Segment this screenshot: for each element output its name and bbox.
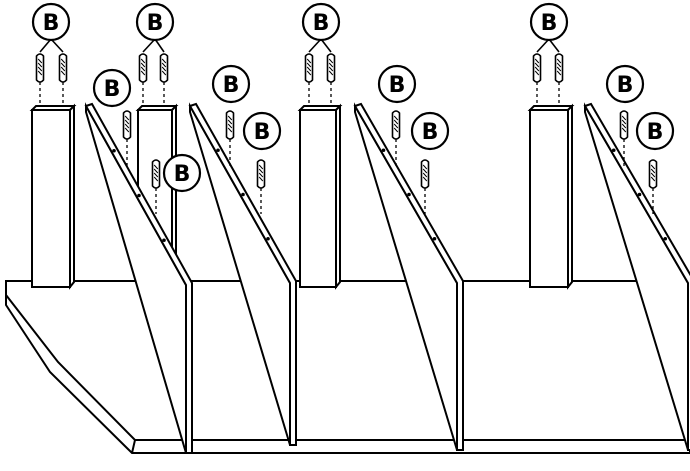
part-label: B: [147, 11, 164, 36]
part-label: B: [541, 11, 558, 36]
dowel-pin: [122, 110, 132, 168]
dowel-pin: [225, 110, 235, 168]
dowel-pin: [391, 110, 401, 168]
part-b-callout: B: [211, 64, 251, 104]
panel-3: [353, 102, 464, 451]
part-b-callout: B: [529, 2, 569, 53]
part-label: B: [43, 11, 60, 36]
part-label: B: [223, 73, 240, 98]
dowels: [35, 53, 658, 214]
part-label: B: [254, 120, 271, 145]
dowel-pin: [256, 159, 266, 214]
dowel-pin: [554, 53, 564, 106]
post-4: [527, 103, 575, 290]
panel-4: [583, 102, 690, 451]
base-board: [5, 280, 690, 454]
part-label: B: [647, 120, 664, 145]
post-1: [29, 103, 77, 290]
part-b-callout: B: [410, 111, 450, 151]
dowel-pin: [35, 53, 45, 106]
dowel-pin: [619, 110, 629, 168]
dowel-pin: [304, 53, 314, 106]
part-b-callout: B: [635, 111, 675, 151]
part-label: B: [313, 11, 330, 36]
dowel-pin: [420, 159, 430, 214]
part-b-callout: B: [605, 64, 645, 104]
part-b-callout: B: [377, 64, 417, 104]
dowel-pin: [326, 53, 336, 106]
dowel-pin: [159, 53, 169, 106]
dowel-pin: [151, 159, 161, 214]
part-b-callout: B: [135, 2, 175, 53]
panel-2: [188, 102, 297, 446]
dowel-pin: [532, 53, 542, 106]
part-label: B: [617, 73, 634, 98]
part-b-callout: B: [242, 111, 282, 151]
dowel-pin: [58, 53, 68, 106]
posts: [29, 103, 575, 290]
panel-1: [84, 102, 193, 454]
part-b-callout: B: [162, 153, 202, 193]
part-b-callout: B: [92, 68, 132, 108]
panels: [84, 102, 690, 454]
part-label: B: [104, 77, 121, 102]
part-label: B: [389, 73, 406, 98]
dowel-pin: [138, 53, 148, 106]
post-3: [297, 103, 343, 290]
part-b-callout: B: [301, 2, 341, 53]
part-label: B: [174, 162, 191, 187]
part-b-callout: B: [31, 2, 71, 53]
part-label: B: [422, 120, 439, 145]
dowel-pin: [648, 159, 658, 214]
